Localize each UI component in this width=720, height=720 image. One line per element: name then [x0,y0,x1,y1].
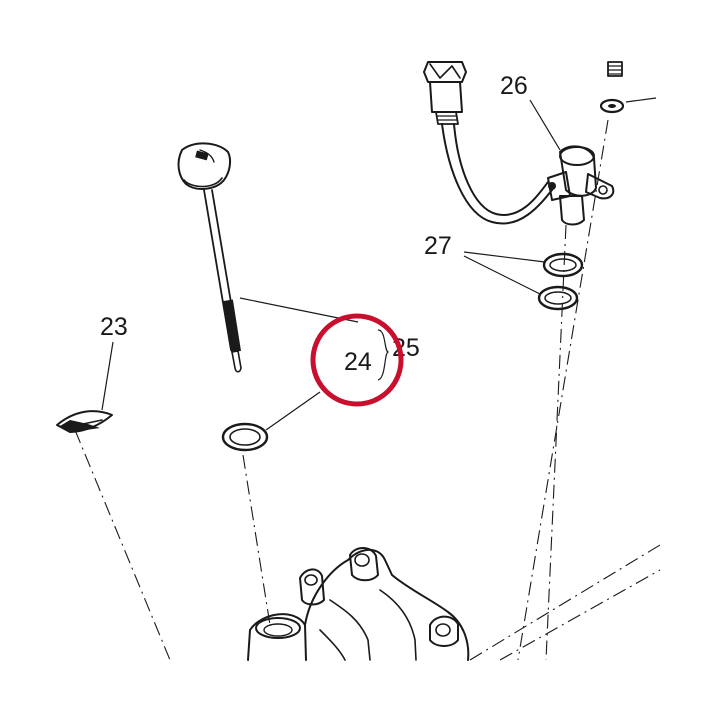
part-24-o-ring [221,422,269,452]
washer [599,98,625,114]
center-lines [74,119,661,661]
part-27-o-rings [537,252,584,311]
callout-24: 24 [344,348,372,376]
highlight-circle [310,313,404,407]
callout-27: 27 [424,232,452,260]
bolt [607,61,623,77]
callout-23: 23 [100,313,128,341]
part-25-dipstick [177,142,242,373]
part-26-sensor [423,61,615,226]
engine-housing [247,547,470,661]
part-23-tag [56,410,113,433]
callout-26: 26 [500,72,528,100]
